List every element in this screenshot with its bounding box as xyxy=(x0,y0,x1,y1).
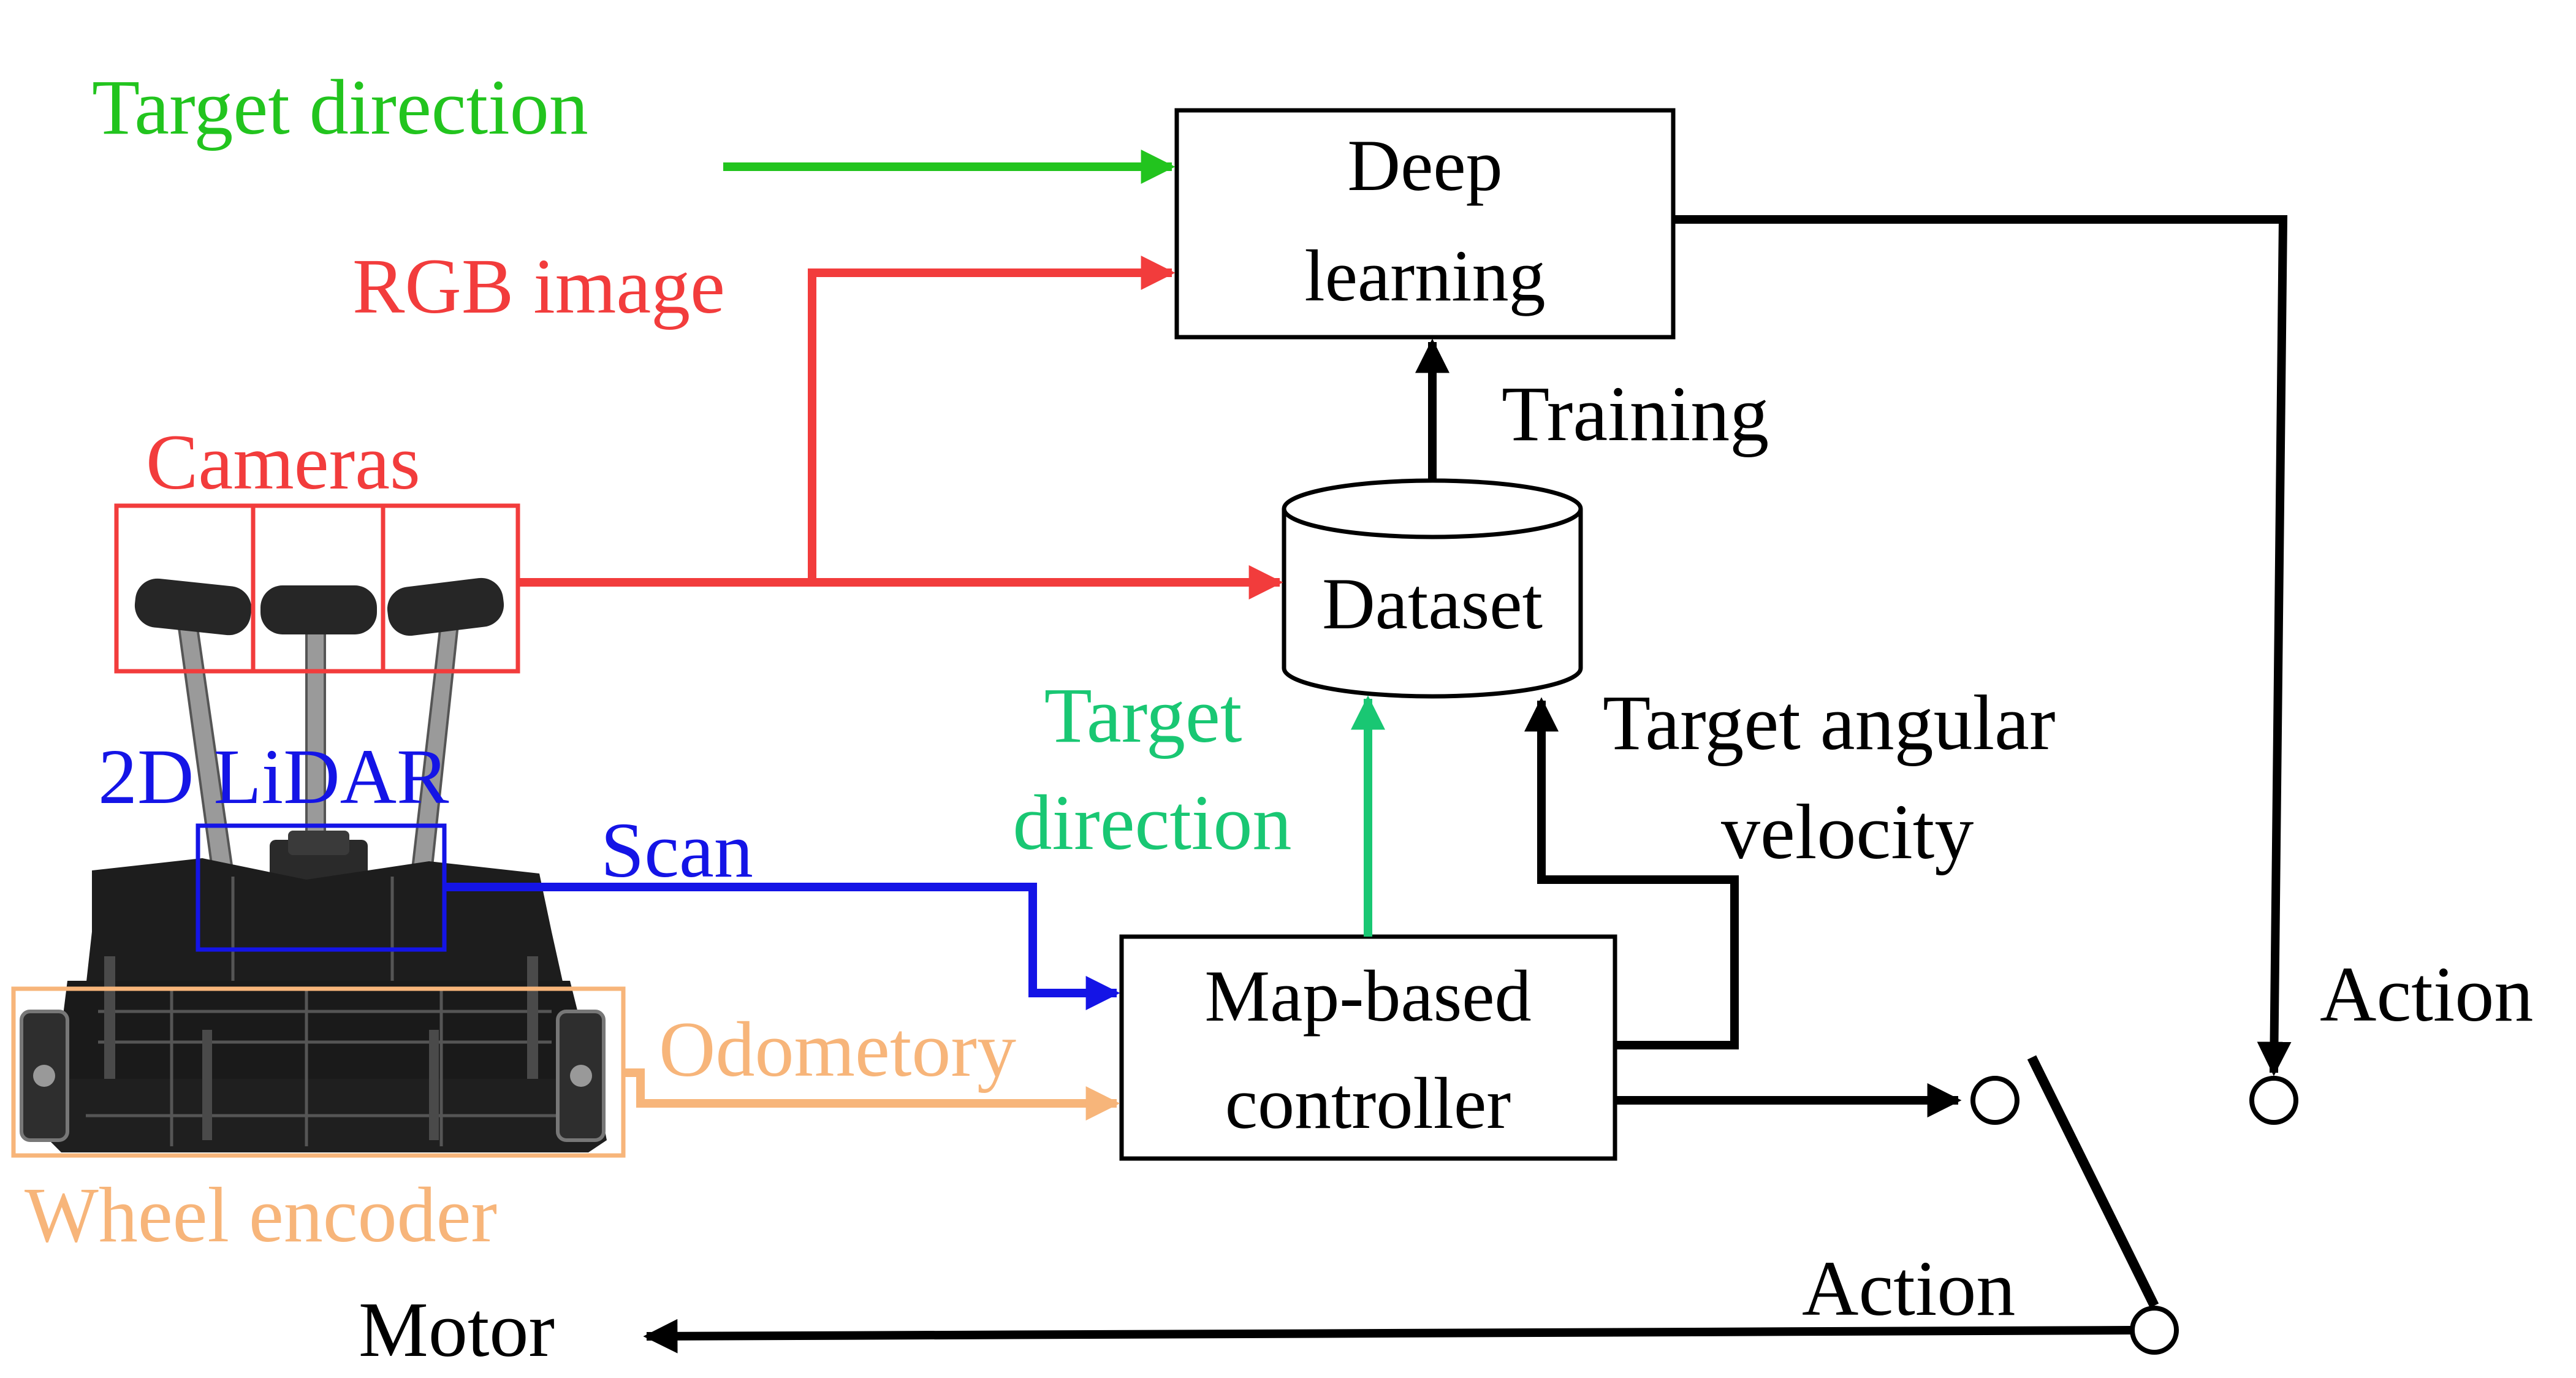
motor-label: Motor xyxy=(359,1286,555,1373)
odometry-label: Odometory xyxy=(659,1006,1016,1093)
robot-middle-plate xyxy=(55,981,588,1079)
lidar-label: 2D LiDAR xyxy=(98,733,449,820)
deep-learning-block: Deep learning xyxy=(1174,108,1676,340)
action-right-label: Action xyxy=(2320,951,2533,1038)
motor-arrow xyxy=(643,1319,2132,1353)
controller-label-line1: Map-based xyxy=(1204,955,1531,1037)
target-direction-mid-label-line1: Target xyxy=(1044,672,1242,759)
cameras-box xyxy=(114,503,520,674)
turtlebot-robot-icon xyxy=(20,577,607,1152)
rgb-image-arrow xyxy=(808,256,1176,582)
scan-arrow xyxy=(444,883,1120,1010)
camera-heads xyxy=(134,577,504,636)
controller-label-line2: controller xyxy=(1225,1062,1511,1144)
deep-learning-label-line2: learning xyxy=(1304,235,1545,316)
dataset-label: Dataset xyxy=(1322,563,1543,644)
action-bottom-label: Action xyxy=(1802,1245,2015,1332)
dataset-cylinder-icon: Dataset xyxy=(1282,478,1583,699)
training-label: Training xyxy=(1502,370,1769,457)
target-direction-label: Target direction xyxy=(92,64,588,151)
rgb-image-label: RGB image xyxy=(352,243,725,330)
controller-block: Map-based controller xyxy=(1119,934,1617,1161)
robot-top-plate xyxy=(86,858,564,987)
target-angular-velocity-arrow xyxy=(1524,697,1739,1049)
selector-switch-icon xyxy=(1970,1055,2298,1355)
scan-label: Scan xyxy=(601,807,753,894)
wheel-encoder-label: Wheel encoder xyxy=(25,1171,497,1258)
deep-learning-action-arrow xyxy=(1673,215,2292,1076)
cameras-label: Cameras xyxy=(146,419,420,506)
deep-learning-label-line1: Deep xyxy=(1347,124,1502,206)
target-angular-label-line1: Target angular xyxy=(1603,679,2056,766)
target-angular-label-line2: velocity xyxy=(1721,788,1974,875)
target-direction-mid-label-line2: direction xyxy=(1013,779,1292,866)
odometry-arrow xyxy=(623,1068,1120,1121)
